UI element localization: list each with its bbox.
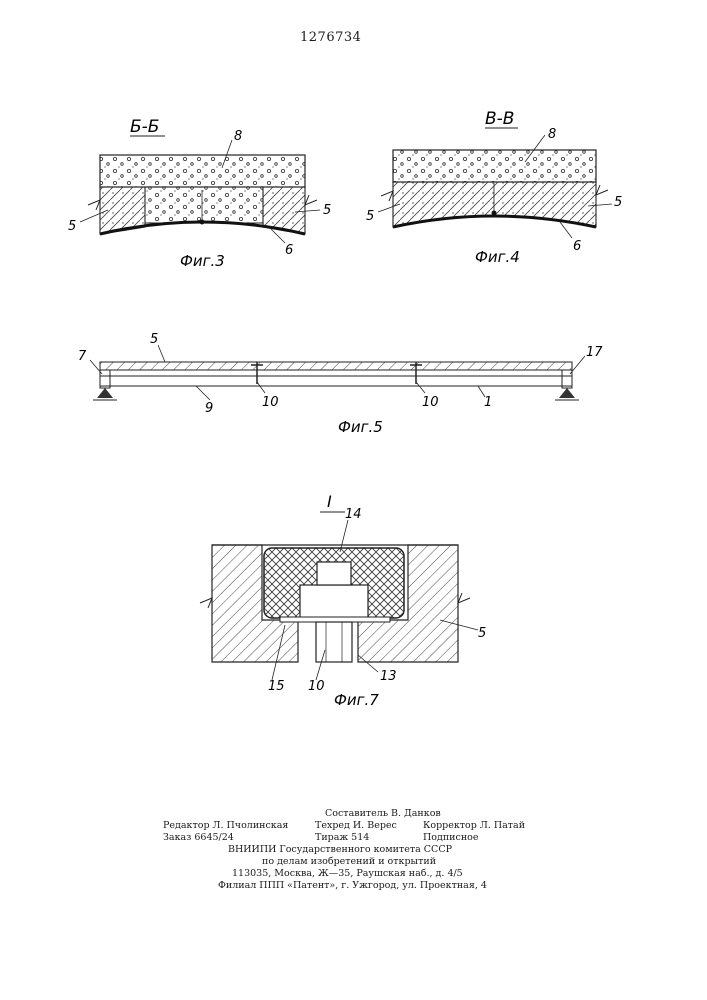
fig5-label-7: 7 — [78, 349, 87, 364]
imprint-branch: Филиал ППП «Патент», г. Ужгород, ул. Про… — [218, 880, 487, 892]
imprint-circulation: Тираж 514 — [315, 832, 369, 844]
fig5-label-1: 1 — [484, 395, 492, 410]
imprint-order: Заказ 6645/24 — [163, 832, 234, 844]
fig5-label-10-b: 10 — [422, 395, 439, 410]
fig7-label-14: 14 — [345, 507, 362, 522]
imprint-org-line1: ВНИИПИ Государственного комитета СССР — [228, 844, 452, 856]
fig3-label-8: 8 — [234, 129, 242, 144]
fig7-label-15: 15 — [268, 679, 285, 694]
imprint-editor: Редактор Л. Пчолинская — [163, 820, 288, 832]
figure-3: Б-Б 8 5 5 6 Фиг.3 — [68, 117, 331, 270]
fig3-label-6: 6 — [285, 243, 293, 258]
fig5-label-9: 9 — [205, 401, 213, 416]
fig3-label-5-left: 5 — [68, 219, 76, 234]
fig7-label-13: 13 — [380, 669, 397, 684]
fig4-label-6: 6 — [573, 239, 581, 254]
imprint-corrector: Корректор Л. Патай — [423, 820, 525, 832]
fig5-label-5: 5 — [150, 332, 158, 347]
fig4-label-5-right: 5 — [614, 195, 622, 210]
fig5-label-10-a: 10 — [262, 395, 279, 410]
fig7-detail-title: I — [327, 492, 332, 511]
fig3-caption: Фиг.3 — [180, 252, 225, 270]
fig4-section-title: В-В — [485, 109, 514, 129]
fig3-section-title: Б-Б — [130, 117, 159, 137]
fig5-label-17: 17 — [586, 345, 603, 360]
fig7-caption: Фиг.7 — [334, 691, 379, 709]
fig4-caption: Фиг.4 — [475, 248, 520, 266]
imprint-subscription: Подписное — [423, 832, 479, 844]
figure-7: I 14 5 15 10 13 Фиг.7 — [200, 492, 486, 709]
imprint-org-line2: по делам изобретений и открытий — [262, 856, 436, 868]
imprint-compiler: Составитель В. Данков — [325, 808, 441, 820]
fig7-label-5: 5 — [478, 626, 486, 641]
fig7-label-10: 10 — [308, 679, 325, 694]
fig3-label-5-right: 5 — [323, 203, 331, 218]
imprint-techred: Техред И. Верес — [315, 820, 397, 832]
fig4-label-5-left: 5 — [366, 209, 374, 224]
fig4-label-8: 8 — [548, 127, 556, 142]
figure-5: 5 7 17 9 10 10 1 Фиг.5 — [78, 332, 603, 436]
fig5-caption: Фиг.5 — [338, 418, 383, 436]
figure-4: В-В 8 5 5 6 Фиг.4 — [366, 109, 622, 266]
imprint-org-line3: 113035, Москва, Ж—35, Раушская наб., д. … — [232, 868, 463, 880]
